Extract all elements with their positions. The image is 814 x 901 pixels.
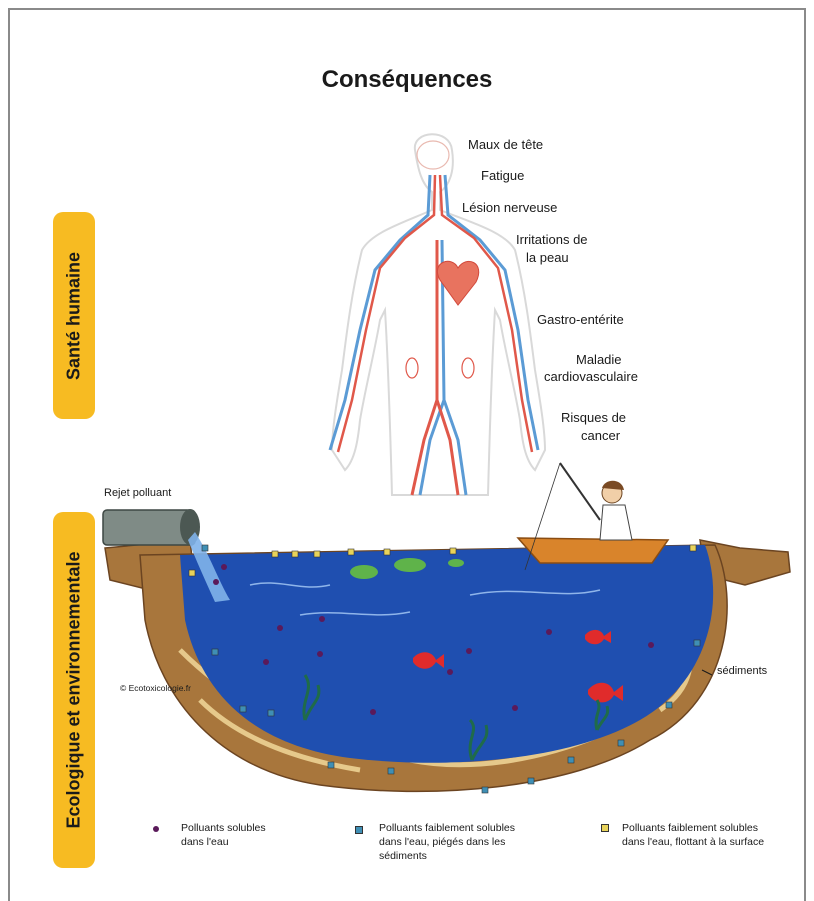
legend-floating-marker: [601, 824, 609, 832]
symptom-skin-line-2: la peau: [526, 249, 569, 266]
symptom-cancer-line-1: Risques de: [561, 409, 626, 426]
copyright-label: © Ecotoxicologie.fr: [120, 683, 191, 693]
symptom-fatigue: Fatigue: [481, 167, 524, 184]
legend-sediment-marker: [355, 826, 363, 834]
fisherman-body: [600, 505, 632, 540]
symptom-cardio-line-2: cardiovasculaire: [544, 368, 638, 385]
symptom-headache: Maux de tête: [468, 136, 543, 153]
discharge-label: Rejet polluant: [104, 487, 171, 499]
symptom-cancer-line-2: cancer: [581, 427, 620, 444]
kidney-left: [406, 358, 418, 378]
symptom-gastroenteritis: Gastro-entérite: [537, 311, 624, 328]
brain-shape: [417, 141, 449, 169]
symptom-skin-line-1: Irritations de: [516, 231, 588, 248]
boat: [518, 538, 668, 563]
fishing-rod: [560, 463, 600, 520]
symptom-nerve-damage: Lésion nerveuse: [462, 199, 557, 216]
lily-pad: [394, 558, 426, 572]
lily-pad: [350, 565, 378, 579]
legend-soluble-marker: [153, 826, 159, 832]
lily-pad: [448, 559, 464, 567]
sediments-label: sédiments: [717, 665, 767, 677]
artery-left: [338, 175, 435, 452]
symptom-cardio-line-1: Maladie: [576, 351, 622, 368]
kidney-right: [462, 358, 474, 378]
pond-illustration: [103, 463, 790, 791]
human-body-illustration: [330, 134, 545, 495]
